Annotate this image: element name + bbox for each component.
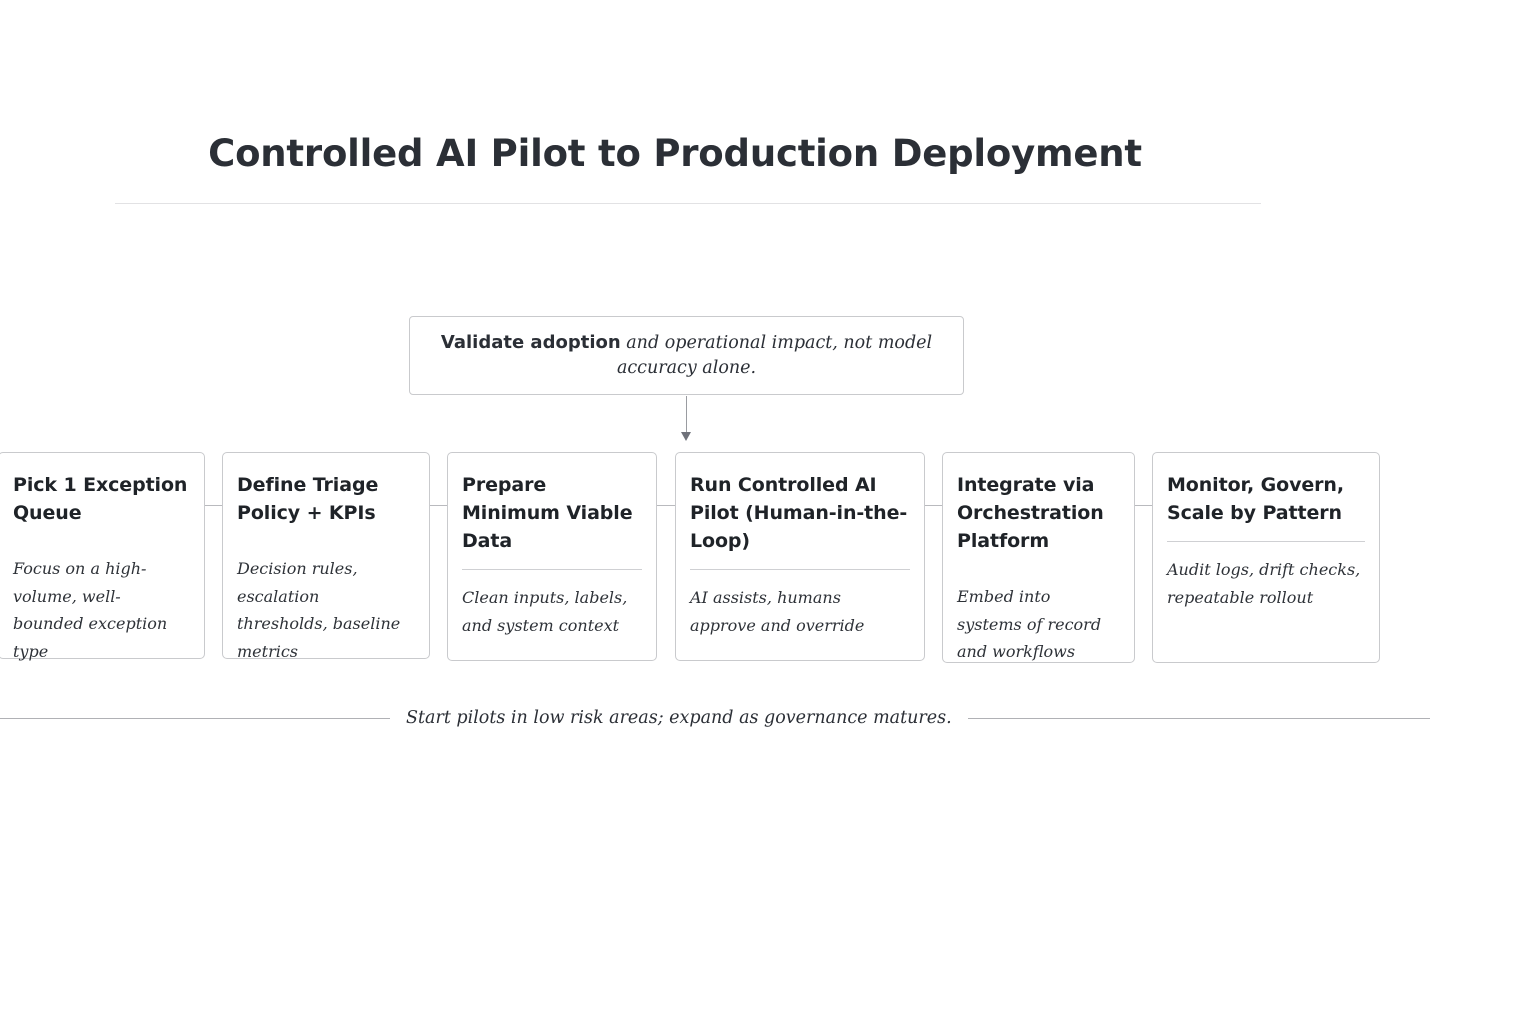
step-card[interactable]: Pick 1 Exception Queue Focus on a high-v… [0,452,205,661]
footer-rule-left [0,717,390,719]
footer: Start pilots in low risk areas; expand a… [0,703,1536,733]
card-connector [205,505,222,506]
callout-arrow-stem [686,396,687,434]
page-title: Controlled AI Pilot to Production Deploy… [208,132,1142,175]
callout-text: Validate adoption and operational impact… [432,330,941,382]
step-card[interactable]: Prepare Minimum Viable Data Clean inputs… [447,452,657,661]
step-card-body: Clean inputs, labels, and system context [462,588,628,635]
card-connector [430,505,447,506]
step-card[interactable]: Monitor, Govern, Scale by Pattern Audit … [1152,452,1380,663]
step-card-title: Integrate via Orchestration Platform [957,474,1104,553]
step-card-body: Focus on a high-volume, well-bounded exc… [13,559,168,661]
step-card-divider [690,569,910,571]
step-card-body: Embed into systems of record and workflo… [957,587,1102,662]
step-card-body: Audit logs, drift checks, repeatable rol… [1167,560,1361,607]
step-card[interactable]: Integrate via Orchestration Platform Emb… [942,452,1135,663]
arrow-down-icon [681,432,691,441]
step-card-title: Monitor, Govern, Scale by Pattern [1167,474,1344,525]
card-connector [1135,505,1152,506]
card-connector [657,505,675,506]
step-card-divider [462,569,642,571]
step-card-title: Define Triage Policy + KPIs [237,474,379,525]
step-card[interactable]: Define Triage Policy + KPIs Decision rul… [222,452,430,661]
card-connector [925,505,942,506]
step-card-title: Prepare Minimum Viable Data [462,474,633,553]
step-card[interactable]: Run Controlled AI Pilot (Human-in-the-Lo… [675,452,925,661]
callout-rest: and operational impact, not model accura… [616,332,933,378]
footer-note: Start pilots in low risk areas; expand a… [406,708,952,728]
step-card-title: Run Controlled AI Pilot (Human-in-the-Lo… [690,474,908,553]
step-card-title: Pick 1 Exception Queue [13,474,188,525]
callout-lead: Validate adoption [440,331,621,353]
step-card-divider [1167,541,1365,543]
footer-rule-right [967,717,1430,719]
step-card-body: Decision rules, escalation thresholds, b… [237,559,401,661]
header-divider [115,203,1261,204]
callout-box: Validate adoption and operational impact… [409,316,964,395]
step-card-body: AI assists, humans approve and override [690,588,865,635]
